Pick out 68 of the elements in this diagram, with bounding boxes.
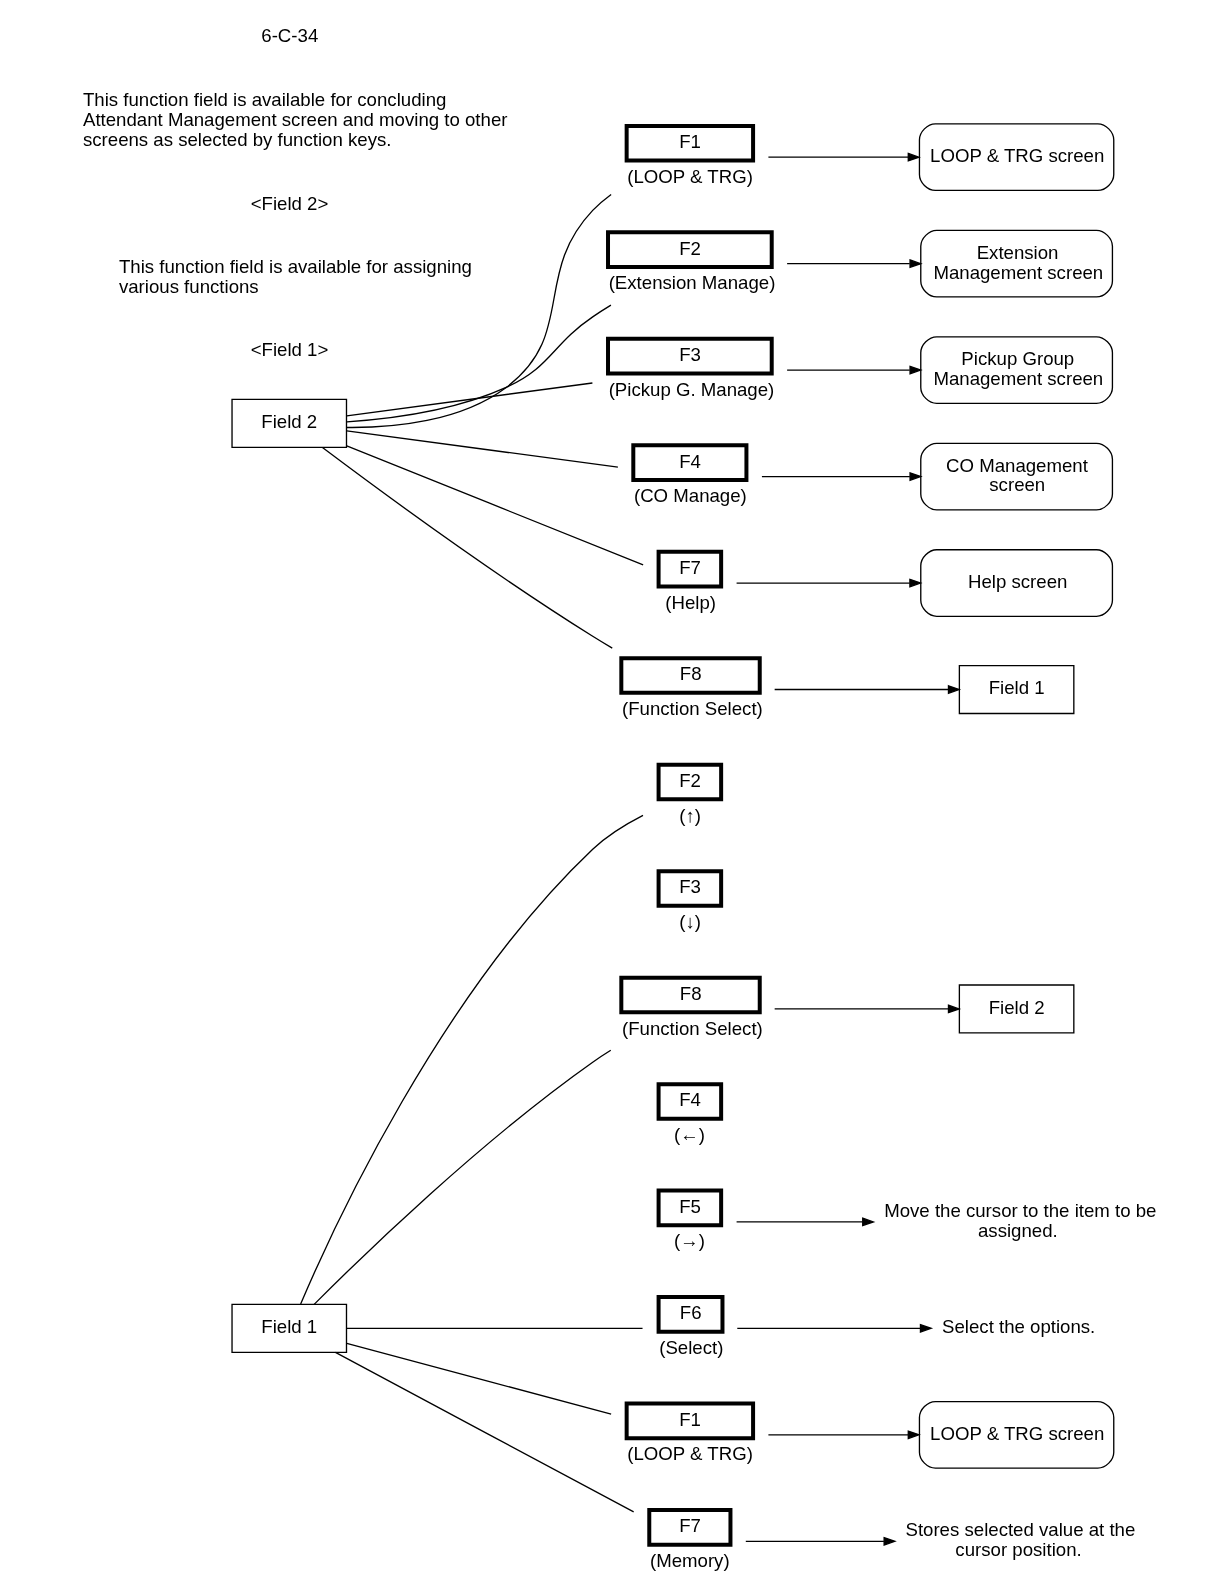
- node-box: F4: [631, 443, 749, 482]
- node-box: F2: [656, 762, 724, 802]
- node-box: LOOP & TRG screen: [918, 1400, 1115, 1469]
- arrow: [767, 152, 921, 162]
- node-label: (LOOP & TRG): [627, 1443, 753, 1465]
- node-box: F5: [656, 1188, 724, 1228]
- node-text: Move the cursor to the item to be assigned.: [884, 1199, 1157, 1241]
- connector: [346, 382, 594, 417]
- node-box: F6: [656, 1295, 725, 1334]
- node-text: Select the options.: [942, 1316, 1096, 1338]
- connector: [346, 1342, 612, 1415]
- node-box: F7: [647, 1508, 733, 1547]
- node-box: LOOP & TRG screen: [918, 123, 1115, 192]
- label: <Field 2>: [250, 193, 329, 214]
- connector: [313, 1049, 612, 1306]
- node-label: (→): [673, 1230, 705, 1252]
- node-box: F1: [624, 1401, 756, 1441]
- node-box: Pickup Group Management screen: [920, 336, 1114, 405]
- node-box: F8: [619, 656, 762, 695]
- node-box: F8: [619, 975, 762, 1015]
- arrow: [735, 1217, 876, 1227]
- node-label: (Memory): [649, 1549, 730, 1571]
- label: This function field is available for assigning various functions: [118, 256, 472, 298]
- label: 6-C-34: [261, 25, 319, 47]
- node-box: Extension Management screen: [920, 229, 1114, 298]
- arrow: [745, 1536, 897, 1546]
- node-box: F3: [656, 869, 724, 908]
- node-box: F2: [606, 230, 774, 269]
- node-box: Field 1: [958, 664, 1075, 715]
- connector: [346, 1327, 644, 1330]
- node-box: F4: [656, 1082, 724, 1121]
- node-label: (LOOP & TRG): [627, 165, 753, 187]
- node-box: Help screen: [920, 549, 1114, 617]
- node-box: Field 2: [231, 398, 348, 448]
- node-box: F1: [624, 123, 756, 163]
- arrow: [735, 578, 923, 588]
- node-text: Stores selected value at the cursor position.: [905, 1519, 1136, 1561]
- node-label: (←): [673, 1123, 705, 1145]
- arrow: [774, 1004, 962, 1014]
- label: This function field is available for concluding Attendant Management screen and moving to other screens as selected by function keys.: [82, 89, 508, 151]
- node-box: Field 2: [958, 984, 1075, 1034]
- connector: [321, 446, 613, 649]
- node-label: (CO Manage): [633, 485, 747, 507]
- connector: [346, 445, 644, 566]
- node-box: CO Management screen: [920, 442, 1114, 511]
- node-label: (↑): [679, 804, 701, 826]
- arrow: [774, 684, 962, 695]
- node-label: (Function Select): [621, 1017, 763, 1039]
- connector: [346, 304, 612, 423]
- node-label: (↓): [679, 911, 701, 933]
- arrow: [767, 1430, 921, 1440]
- arrow: [761, 471, 923, 482]
- arrow: [786, 258, 923, 269]
- label: <Field 1>: [250, 339, 329, 361]
- node-box: Field 1: [231, 1303, 348, 1353]
- node-label: (Function Select): [621, 698, 763, 720]
- connector: [334, 1351, 635, 1513]
- connector: [346, 193, 612, 429]
- connector: [346, 430, 619, 468]
- node-box: F7: [656, 549, 724, 589]
- node-box: F3: [606, 336, 774, 376]
- node-label: (Select): [659, 1336, 724, 1358]
- connector: [300, 814, 644, 1305]
- arrow: [736, 1323, 934, 1334]
- node-label: (Help): [665, 591, 716, 613]
- node-label: (Pickup G. Manage): [608, 378, 775, 400]
- node-label: (Extension Manage): [608, 272, 776, 294]
- arrow: [786, 365, 923, 375]
